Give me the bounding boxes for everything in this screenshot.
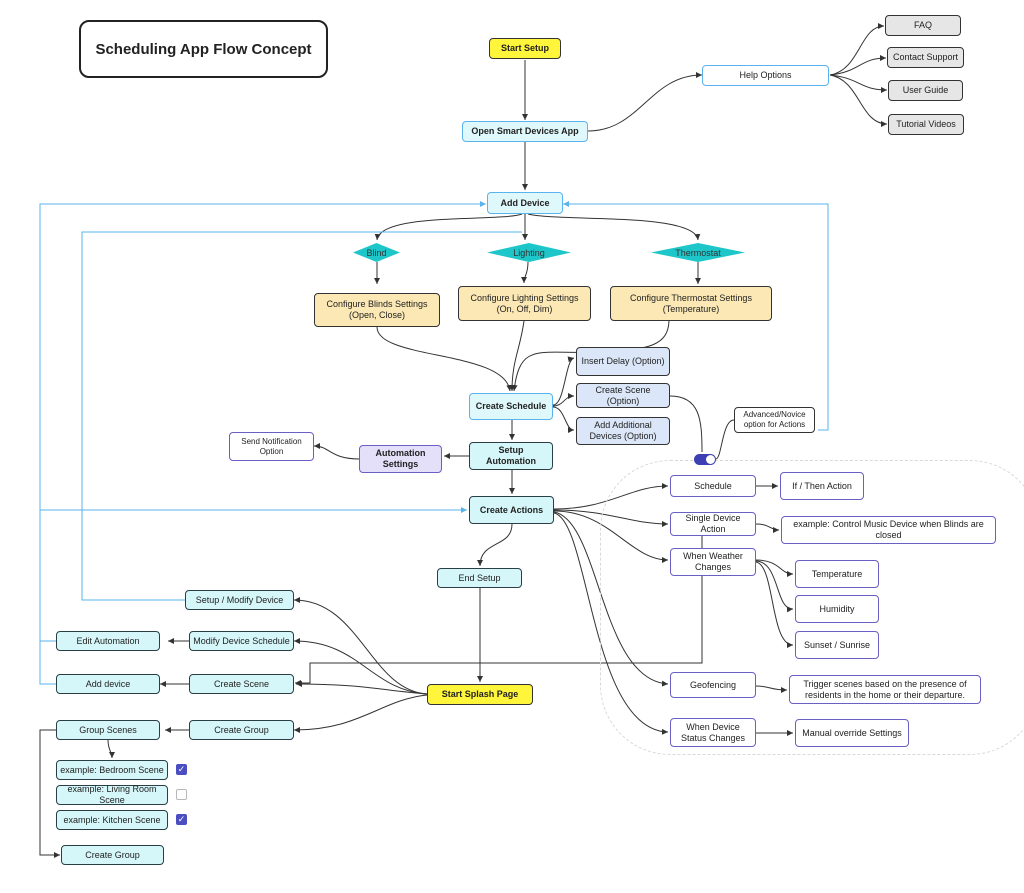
contact-support-node[interactable]: Contact Support [887,47,964,68]
tutorial-videos-node[interactable]: Tutorial Videos [888,114,964,135]
add-device-node[interactable]: Add Device [487,192,563,214]
lighting-decision[interactable]: Lighting [487,243,571,262]
configure-blinds-node[interactable]: Configure Blinds Settings (Open, Close) [314,293,440,327]
open-app-node[interactable]: Open Smart Devices App [462,121,588,142]
create-scene-option-node[interactable]: Create Scene (Option) [576,383,670,408]
single-device-example-node[interactable]: example: Control Music Device when Blind… [781,516,996,544]
scene-item-living-room[interactable]: example: Living Room Scene [56,784,168,805]
weather-action-node[interactable]: When Weather Changes [670,548,756,576]
advanced-actions-zone [600,460,1024,755]
living-room-checkbox[interactable] [176,789,187,800]
setup-modify-device-node[interactable]: Setup / Modify Device [185,590,294,610]
create-schedule-node[interactable]: Create Schedule [469,393,553,420]
humidity-node[interactable]: Humidity [795,595,879,623]
single-device-action-node[interactable]: Single Device Action [670,512,756,536]
faq-node[interactable]: FAQ [885,15,961,36]
temperature-node[interactable]: Temperature [795,560,879,588]
geofencing-node[interactable]: Geofencing [670,672,756,698]
scene-item-kitchen[interactable]: example: Kitchen Scene [56,810,168,830]
configure-thermostat-node[interactable]: Configure Thermostat Settings (Temperatu… [610,286,772,321]
automation-settings-node[interactable]: Automation Settings [359,445,442,473]
create-group-menu-node[interactable]: Create Group [189,720,294,740]
modify-device-schedule-node[interactable]: Modify Device Schedule [189,631,294,651]
diagram-title: Scheduling App Flow Concept [79,20,328,78]
advanced-novice-node[interactable]: Advanced/Novice option for Actions [734,407,815,433]
kitchen-checkbox[interactable]: ✓ [176,814,187,825]
blind-decision[interactable]: Blind [353,243,400,262]
setup-automation-node[interactable]: Setup Automation [469,442,553,470]
edit-automation-node[interactable]: Edit Automation [56,631,160,651]
geofencing-description-node[interactable]: Trigger scenes based on the presence of … [789,675,981,704]
bedroom-checkbox[interactable]: ✓ [176,764,187,775]
start-splash-node[interactable]: Start Splash Page [427,684,533,705]
end-setup-node[interactable]: End Setup [437,568,522,588]
thermostat-decision[interactable]: Thermostat [651,243,745,262]
user-guide-node[interactable]: User Guide [888,80,963,101]
send-notification-node[interactable]: Send Notification Option [229,432,314,461]
blind-decision-label: Blind [366,247,387,258]
scene-item-bedroom[interactable]: example: Bedroom Scene [56,760,168,780]
if-then-action-node[interactable]: If / Then Action [780,472,864,500]
thermostat-decision-label: Thermostat [675,247,721,258]
create-actions-node[interactable]: Create Actions [469,496,554,524]
create-scene-menu-node[interactable]: Create Scene [189,674,294,694]
lighting-decision-label: Lighting [513,247,545,258]
create-group-bottom-node[interactable]: Create Group [61,845,164,865]
add-additional-devices-node[interactable]: Add Additional Devices (Option) [576,417,670,445]
help-options-node[interactable]: Help Options [702,65,829,86]
configure-lighting-node[interactable]: Configure Lighting Settings (On, Off, Di… [458,286,591,321]
toggle-knob [706,455,715,464]
add-device-menu-node[interactable]: Add device [56,674,160,694]
schedule-action-node[interactable]: Schedule [670,475,756,497]
start-setup-node[interactable]: Start Setup [489,38,561,59]
group-scenes-node[interactable]: Group Scenes [56,720,160,740]
manual-override-node[interactable]: Manual override Settings [795,719,909,747]
device-status-action-node[interactable]: When Device Status Changes [670,718,756,747]
insert-delay-node[interactable]: Insert Delay (Option) [576,347,670,376]
sunset-sunrise-node[interactable]: Sunset / Sunrise [795,631,879,659]
advanced-toggle[interactable] [694,454,716,465]
